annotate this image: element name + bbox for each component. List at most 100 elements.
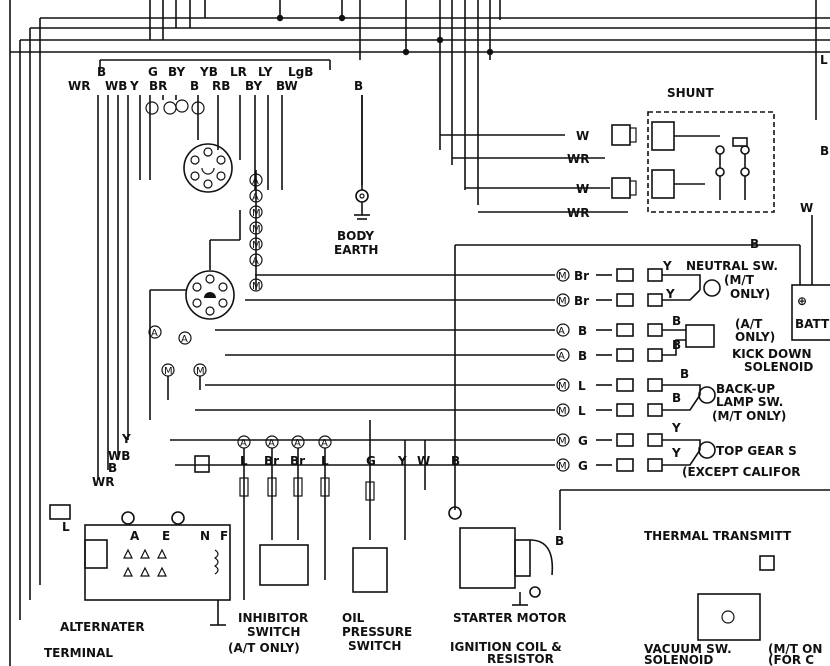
middle-connector-column: A A M M M A M A A M M bbox=[148, 170, 263, 420]
svg-text:M: M bbox=[558, 296, 567, 307]
svg-text:L: L bbox=[240, 454, 248, 468]
svg-text:SOLENOID: SOLENOID bbox=[744, 360, 813, 374]
wire-code: RB bbox=[212, 79, 230, 93]
svg-text:A: A bbox=[252, 256, 259, 267]
svg-text:Y: Y bbox=[121, 432, 131, 446]
wire-code: B bbox=[190, 79, 199, 93]
svg-text:ONLY): ONLY) bbox=[735, 330, 775, 344]
oil-pressure-label: OIL bbox=[342, 611, 365, 625]
svg-text:M: M bbox=[252, 208, 261, 219]
svg-text:A: A bbox=[558, 326, 565, 337]
top-harness bbox=[9, 0, 830, 666]
wire-code: WR bbox=[68, 79, 90, 93]
svg-text:RESISTOR: RESISTOR bbox=[487, 652, 554, 666]
thermal-transmitter: THERMAL TRANSMITT VACUUM SW. SOLENOID (M… bbox=[644, 529, 822, 666]
svg-text:G: G bbox=[578, 434, 588, 448]
svg-text:A: A bbox=[130, 529, 140, 543]
vacuum-switch-label: VACUUM SW. bbox=[644, 642, 732, 656]
svg-text:Y: Y bbox=[671, 446, 681, 460]
ignition-coil-label: IGNITION COIL & bbox=[450, 640, 562, 654]
svg-text:SWITCH: SWITCH bbox=[348, 639, 401, 653]
svg-text:Y: Y bbox=[665, 287, 675, 301]
svg-text:E: E bbox=[162, 529, 170, 543]
svg-text:B: B bbox=[750, 237, 759, 251]
svg-text:F: F bbox=[220, 529, 228, 543]
svg-text:M: M bbox=[252, 224, 261, 235]
round-connector-2 bbox=[185, 270, 235, 320]
svg-text:B: B bbox=[672, 391, 681, 405]
svg-text:KICK DOWN: KICK DOWN bbox=[732, 347, 812, 361]
inhibitor-label: INHIBITOR bbox=[238, 611, 308, 625]
top-gear-label: TOP GEAR S bbox=[716, 444, 797, 458]
diode-symbols bbox=[145, 99, 205, 115]
svg-text:L: L bbox=[321, 454, 329, 468]
svg-text:B: B bbox=[108, 461, 117, 475]
svg-text:G: G bbox=[366, 454, 376, 468]
svg-text:L: L bbox=[578, 404, 586, 418]
svg-text:(A/T ONLY): (A/T ONLY) bbox=[228, 641, 300, 655]
svg-text:A: A bbox=[558, 351, 565, 362]
bottom-labels: INHIBITOR SWITCH (A/T ONLY) OIL PRESSURE… bbox=[228, 611, 412, 655]
svg-text:A: A bbox=[268, 438, 275, 449]
wire-code: LgB bbox=[288, 65, 313, 79]
wire-code: BY bbox=[245, 79, 262, 93]
wire-code: B bbox=[97, 65, 106, 79]
svg-text:M: M bbox=[164, 366, 173, 377]
svg-text:(FOR C: (FOR C bbox=[768, 653, 814, 666]
svg-text:A: A bbox=[240, 438, 247, 449]
svg-text:M: M bbox=[558, 271, 567, 282]
svg-text:L: L bbox=[578, 379, 586, 393]
svg-text:WB: WB bbox=[108, 449, 130, 463]
thermal-transmitter-label: THERMAL TRANSMITT bbox=[644, 529, 792, 543]
svg-text:M: M bbox=[558, 461, 567, 472]
svg-text:B: B bbox=[672, 314, 681, 328]
svg-text:SOLENOID: SOLENOID bbox=[644, 653, 713, 666]
svg-text:L: L bbox=[62, 520, 70, 534]
svg-text:B: B bbox=[680, 367, 689, 381]
svg-text:M: M bbox=[196, 366, 205, 377]
svg-text:PRESSURE: PRESSURE bbox=[342, 625, 412, 639]
svg-text:(M/T ONLY): (M/T ONLY) bbox=[712, 409, 786, 423]
svg-text:M: M bbox=[252, 240, 261, 251]
svg-text:Y: Y bbox=[671, 421, 681, 435]
wire-code: BY bbox=[168, 65, 185, 79]
svg-text:A: A bbox=[321, 438, 328, 449]
svg-text:(M/T: (M/T bbox=[724, 273, 755, 287]
svg-text:W: W bbox=[800, 201, 813, 215]
svg-text:B: B bbox=[578, 349, 587, 363]
wire-code: YB bbox=[199, 65, 218, 79]
neutral-switch-label: NEUTRAL SW. bbox=[686, 259, 778, 273]
starter-motor: B STARTER MOTOR IGNITION COIL & RESISTOR bbox=[450, 489, 830, 666]
shunt: SHUNT W WR W WR bbox=[440, 86, 775, 220]
body-earth-label: BODY bbox=[337, 229, 374, 243]
svg-text:W: W bbox=[417, 454, 430, 468]
svg-text:Y: Y bbox=[662, 259, 672, 273]
shunt-wire: W bbox=[576, 129, 589, 143]
svg-text:Br: Br bbox=[290, 454, 305, 468]
svg-text:SWITCH: SWITCH bbox=[247, 625, 300, 639]
svg-text:M: M bbox=[558, 436, 567, 447]
battery-label: BATT bbox=[795, 317, 830, 331]
wire-code: Y bbox=[129, 79, 139, 93]
round-connector-1 bbox=[183, 143, 233, 193]
svg-text:A: A bbox=[252, 176, 259, 187]
connector-1-wires bbox=[97, 95, 363, 480]
svg-text:Br: Br bbox=[264, 454, 279, 468]
kickdown-label: (A/T bbox=[735, 317, 763, 331]
svg-text:Br: Br bbox=[574, 269, 589, 283]
svg-text:B: B bbox=[578, 324, 587, 338]
svg-text:A: A bbox=[252, 192, 259, 203]
svg-text:B: B bbox=[555, 534, 564, 548]
wire-code: WB bbox=[105, 79, 127, 93]
right-connector-rows: M M A A M M M M Br Br B B L L G G bbox=[170, 259, 813, 479]
svg-text:A: A bbox=[151, 328, 158, 339]
bottom-connectors: A A A A L Br Br L G Y W B bbox=[237, 245, 462, 600]
svg-text:ONLY): ONLY) bbox=[730, 287, 770, 301]
svg-text:N: N bbox=[200, 529, 210, 543]
svg-text:L: L bbox=[820, 53, 828, 67]
svg-text:A: A bbox=[294, 438, 301, 449]
wire-code: BR bbox=[149, 79, 167, 93]
svg-text:M: M bbox=[558, 381, 567, 392]
shunt-label: SHUNT bbox=[667, 86, 714, 100]
